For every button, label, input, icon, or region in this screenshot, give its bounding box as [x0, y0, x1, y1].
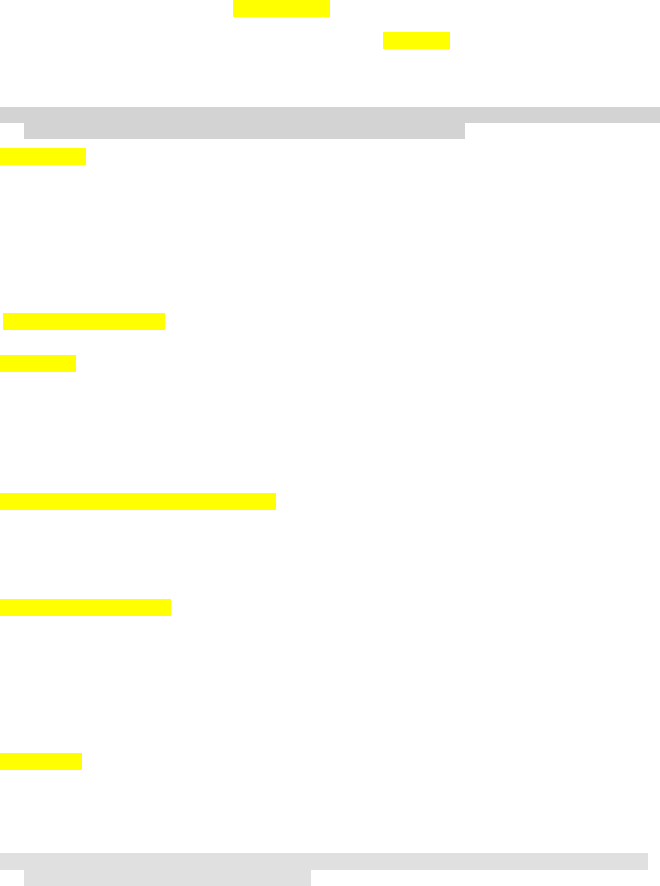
highlight-block-1 — [0, 148, 86, 165]
gray-banner-1 — [0, 107, 660, 123]
highlight-block-2 — [3, 313, 165, 330]
highlight-block-top-2 — [383, 32, 450, 49]
highlight-block-top-1 — [233, 0, 330, 17]
highlight-block-5 — [0, 599, 171, 616]
gray-banner-1-sub — [24, 123, 465, 139]
highlight-block-3 — [0, 355, 76, 372]
highlight-block-4 — [0, 493, 276, 510]
gray-banner-2-sub — [24, 870, 311, 886]
gray-banner-2 — [0, 853, 648, 870]
highlight-block-6 — [0, 753, 82, 770]
